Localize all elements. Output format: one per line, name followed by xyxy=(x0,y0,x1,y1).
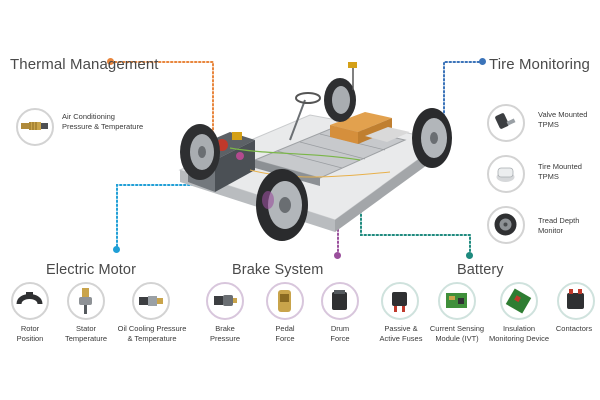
tread-monitor-icon xyxy=(487,206,525,244)
valve-tpms-label: Valve Mounted TPMS xyxy=(538,110,588,129)
insulation-monitoring-label: Insulation Monitoring Device xyxy=(488,324,550,343)
stator-sensor-icon xyxy=(67,282,105,320)
fuse-icon xyxy=(381,282,419,320)
tire-tpms-label: Tire Mounted TPMS xyxy=(538,162,582,181)
motor-dot xyxy=(113,246,120,253)
brake-pressure-label: Brake Pressure xyxy=(209,324,240,343)
current-module-label: Current Sensing Module (IVT) xyxy=(429,324,485,343)
pedal-force-label: Pedal Force xyxy=(275,324,295,343)
motor-connector xyxy=(116,184,216,251)
rotor-position-label: Rotor Position xyxy=(16,324,44,343)
thermal-dot xyxy=(107,58,114,65)
tire-dot xyxy=(479,58,486,65)
pedal-force-sensor-icon xyxy=(266,282,304,320)
rotor-sensor-icon xyxy=(11,282,49,320)
drum-force-sensor-icon xyxy=(321,282,359,320)
oil-cooling-label: Oil Cooling Pressure & Temperature xyxy=(117,324,187,343)
pressure-sensor-icon xyxy=(16,108,54,146)
tire-connector xyxy=(443,61,484,128)
fuses-label: Passive & Active Fuses xyxy=(379,324,423,343)
valve-tpms-icon xyxy=(487,104,525,142)
battery-dot xyxy=(466,252,473,259)
brake-pressure-sensor-icon xyxy=(206,282,244,320)
thermal-connector xyxy=(110,61,214,139)
contactors-label: Contactors xyxy=(555,324,593,333)
tire-tpms-icon xyxy=(487,155,525,193)
tire-monitoring-heading: Tire Monitoring xyxy=(489,56,590,73)
oil-sensor-icon xyxy=(132,282,170,320)
thermal-management-heading: Thermal Management xyxy=(10,56,159,73)
stator-temperature-label: Stator Temperature xyxy=(64,324,108,343)
insulation-board-icon xyxy=(500,282,538,320)
contactor-icon xyxy=(557,282,595,320)
electric-motor-heading: Electric Motor xyxy=(46,262,137,278)
ev-chassis-illustration xyxy=(178,62,452,241)
current-module-icon xyxy=(438,282,476,320)
thermal-item-label: Air Conditioning Pressure & Temperature xyxy=(62,112,144,131)
tread-monitor-label: Tread Depth Monitor xyxy=(538,216,580,235)
brake-dot xyxy=(334,252,341,259)
brake-system-heading: Brake System xyxy=(232,262,324,278)
battery-heading: Battery xyxy=(457,262,504,278)
drum-force-label: Drum Force xyxy=(330,324,350,343)
